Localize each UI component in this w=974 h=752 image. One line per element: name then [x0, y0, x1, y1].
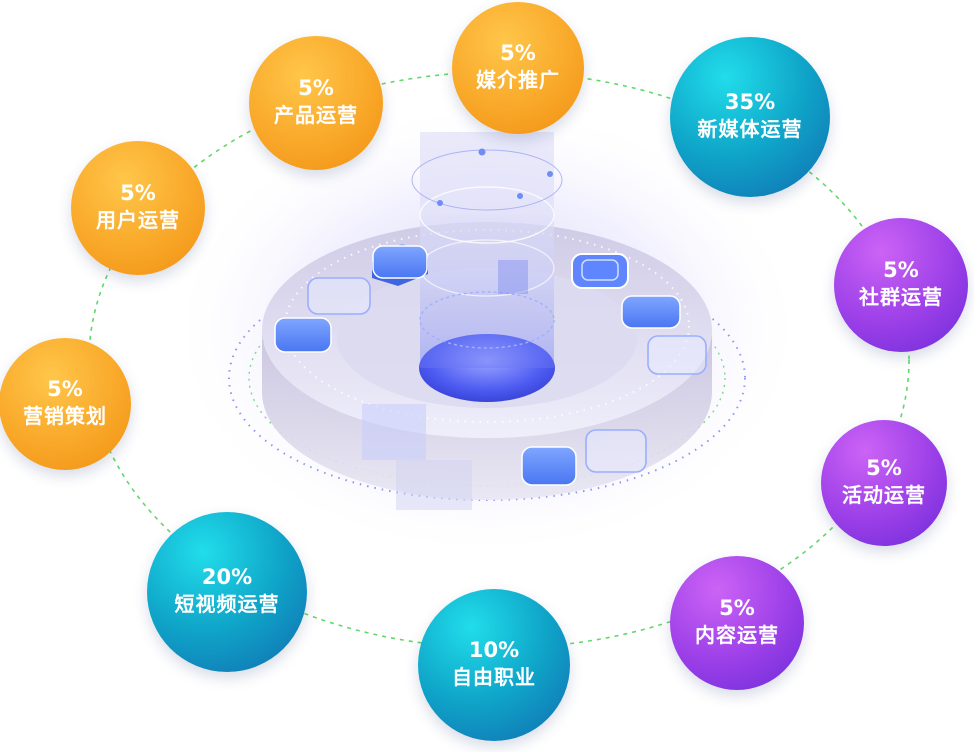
platform-dots-ring — [284, 229, 690, 423]
node-percent: 5% — [120, 180, 156, 205]
tile — [372, 245, 428, 279]
tile — [621, 295, 681, 329]
node-label: 内容运营 — [695, 623, 779, 648]
orbit-dot — [547, 171, 553, 177]
node-product-operation: 5% 产品运营 — [249, 36, 383, 170]
orbit-dot — [517, 193, 523, 199]
node-label: 社群运营 — [859, 285, 943, 310]
node-percent: 20% — [201, 564, 253, 589]
glass-tile — [647, 335, 707, 375]
node-label: 活动运营 — [842, 483, 926, 508]
node-event-operation: 5% 活动运营 — [821, 420, 947, 546]
node-freelance: 10% 自由职业 — [418, 589, 570, 741]
node-percent: 5% — [298, 75, 334, 100]
node-label: 自由职业 — [452, 665, 536, 690]
node-label: 新媒体运营 — [697, 117, 803, 142]
node-percent: 5% — [719, 595, 755, 620]
node-label: 用户运营 — [96, 208, 180, 233]
glass-panel — [362, 404, 426, 460]
tile-inner — [581, 259, 619, 281]
node-label: 营销策划 — [23, 404, 107, 429]
node-label: 媒介推广 — [476, 68, 560, 93]
node-new-media-operation: 35% 新媒体运营 — [670, 37, 830, 197]
node-percent: 10% — [468, 637, 520, 662]
node-percent: 5% — [883, 257, 919, 282]
node-media-promotion: 5% 媒介推广 — [452, 2, 584, 134]
glass-tile — [585, 429, 647, 473]
glass-panel — [396, 460, 472, 510]
core-tube — [420, 215, 554, 368]
node-short-video-operation: 20% 短视频运营 — [147, 512, 307, 672]
core-ring-top — [419, 186, 555, 244]
orbit-line — [411, 149, 563, 211]
node-percent: 35% — [724, 89, 776, 114]
orbit-dot — [437, 200, 443, 206]
node-community-operation: 5% 社群运营 — [834, 218, 968, 352]
orbit-dot — [478, 148, 486, 156]
glass-tile — [307, 277, 371, 315]
node-percent: 5% — [866, 455, 902, 480]
node-percent: 5% — [47, 376, 83, 401]
node-label: 产品运营 — [274, 103, 358, 128]
node-label: 短视频运营 — [174, 592, 280, 617]
node-user-operation: 5% 用户运营 — [71, 141, 205, 275]
core-ring-low — [419, 291, 555, 349]
glass-panel — [498, 260, 528, 294]
tile — [571, 253, 629, 289]
tile — [521, 446, 577, 486]
tile — [274, 317, 332, 353]
node-marketing-planning: 5% 营销策划 — [0, 338, 131, 470]
node-percent: 5% — [500, 40, 536, 65]
node-content-operation: 5% 内容运营 — [670, 556, 804, 690]
